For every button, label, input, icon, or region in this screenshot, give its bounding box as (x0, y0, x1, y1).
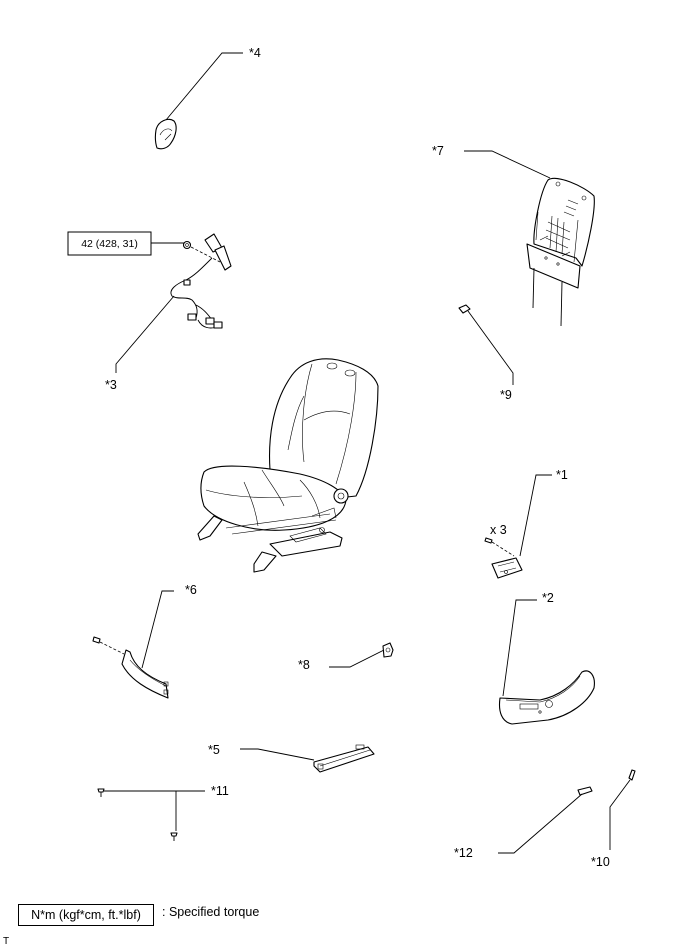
callout-7: *7 (432, 144, 444, 158)
callout-2: *2 (542, 591, 554, 605)
part-3-seat-belt-buckle (170, 233, 232, 329)
seat-assembly (197, 358, 379, 573)
leader-1 (519, 474, 552, 557)
callout-9: *9 (500, 388, 512, 402)
callout-1: *1 (556, 468, 568, 482)
part-7-seatback-frame (526, 178, 595, 327)
part-2-side-shield (498, 670, 595, 725)
corner-mark: T (3, 936, 10, 947)
part-12-cap (577, 786, 593, 796)
torque-legend-description: : Specified torque (162, 905, 260, 919)
leader-7 (464, 150, 551, 179)
callout-4: *4 (249, 46, 261, 60)
callout-12: *12 (454, 846, 473, 860)
callout-11: *11 (211, 784, 229, 798)
part-1-switch (484, 537, 523, 579)
torque-box (67, 231, 152, 256)
quantity-label: x 3 (490, 523, 507, 537)
leader-9 (467, 310, 514, 385)
callout-8: *8 (298, 658, 310, 672)
callout-10: *10 (591, 855, 610, 869)
callout-3: *3 (105, 378, 117, 392)
torque-value: 42 (428, 31) (81, 238, 138, 250)
part-4-cover (154, 118, 177, 150)
leader-6 (141, 590, 174, 669)
leader-8 (329, 649, 385, 668)
part-5-bracket (313, 744, 375, 773)
leader-10 (609, 779, 631, 850)
torque-legend-unit: N*m (kgf*cm, ft.*lbf) (18, 904, 154, 926)
part-6-inner-cover (92, 636, 169, 699)
leader-3 (115, 295, 175, 373)
part-8-knob (382, 642, 394, 658)
leader-12 (498, 793, 583, 854)
callout-6: *6 (185, 583, 197, 597)
part-9-clip (458, 304, 471, 314)
leader-2 (502, 599, 537, 697)
callout-5: *5 (208, 743, 220, 757)
part-10-pin (628, 769, 636, 781)
part-11-clips (97, 788, 178, 841)
leader-4 (165, 52, 243, 121)
leader-5 (240, 748, 315, 761)
